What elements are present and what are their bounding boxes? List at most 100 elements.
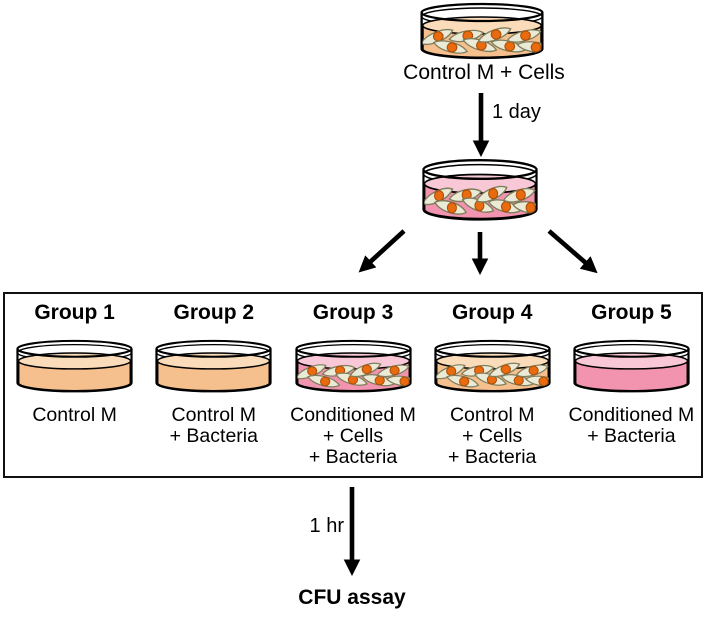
dish-rim: [155, 339, 272, 358]
cell: [477, 27, 512, 43]
cells-layer: [436, 362, 549, 388]
cell-nucleus: [490, 29, 502, 40]
medium-surface: [17, 352, 132, 370]
cell: [445, 374, 480, 388]
group-label-line: + Cells: [322, 425, 384, 447]
group-label-line: Control M: [449, 404, 535, 426]
group-dish: [294, 339, 413, 397]
start-dish-label: Control M + Cells: [403, 61, 565, 84]
cell: [375, 364, 410, 378]
group-label-line: + Cells: [462, 425, 523, 447]
cell: [306, 374, 340, 388]
cell: [512, 200, 536, 214]
cfu-assay-label: CFU assay: [298, 586, 406, 609]
start-dish-control-medium-cells: [419, 2, 545, 64]
petri-dish: [16, 339, 133, 393]
cell-nucleus: [446, 202, 457, 214]
cells-layer: [296, 362, 410, 388]
cell: [462, 38, 498, 52]
group-label-line: Control M: [32, 404, 117, 426]
group-label: Control M+ Bacteria: [170, 405, 258, 447]
group-title: Group 1: [34, 301, 115, 324]
cell: [487, 199, 522, 214]
petri-dish: [420, 2, 544, 60]
arrow-1day-label: 1 day: [492, 101, 541, 123]
group-label-line: Control M: [171, 404, 257, 426]
cell: [422, 29, 454, 45]
cell-nucleus: [388, 365, 400, 376]
dish-rim: [573, 339, 690, 358]
petri-dish: [294, 339, 412, 393]
group-dish: [572, 339, 691, 397]
group-label-line: Conditioned M: [568, 404, 695, 426]
cell: [506, 29, 542, 43]
cell: [360, 374, 395, 387]
cell: [488, 362, 521, 377]
medium-surface: [574, 352, 689, 370]
cell-nucleus: [520, 30, 531, 41]
group-title: Group 2: [173, 301, 255, 324]
arrow-branch-right: [547, 229, 598, 274]
cell: [348, 362, 381, 377]
cell-nucleus: [528, 365, 539, 376]
cell-nucleus: [500, 364, 511, 375]
cell: [334, 372, 368, 386]
medium-surface: [156, 352, 271, 370]
group-label-line: + Bacteria: [169, 425, 258, 447]
petri-dish: [434, 339, 551, 393]
group-label: Conditioned M+ Bacteria: [569, 405, 695, 447]
cell: [475, 185, 508, 203]
group-label-line: + Bacteria: [448, 446, 537, 468]
group-3: Group 3 Conditioned M+ Cells+ Bacteria: [283, 294, 422, 476]
group-dish: [15, 339, 134, 397]
group-label: Control M+ Cells+ Bacteria: [448, 405, 536, 468]
group-title: Group 4: [451, 301, 533, 324]
cell: [516, 41, 542, 53]
cell: [524, 375, 549, 387]
cell: [385, 375, 410, 387]
group-1: Group 1 Control M: [5, 294, 144, 476]
arrow-1hr-label: 1 hr: [309, 515, 344, 537]
cells-layer: [424, 185, 536, 215]
cell-nucleus: [398, 376, 410, 387]
arrow-branch-left: [358, 229, 406, 273]
cell-nucleus: [446, 42, 458, 53]
cell-nucleus: [319, 376, 330, 387]
cell-nucleus: [458, 376, 469, 387]
cell: [515, 364, 549, 378]
cell: [432, 40, 469, 54]
group-label-line: + Bacteria: [587, 425, 676, 447]
group-label: Control M: [32, 405, 117, 426]
cell: [433, 199, 468, 215]
group-title: Group 5: [591, 301, 672, 324]
cells-layer: [422, 27, 542, 54]
cell-nucleus: [515, 189, 526, 201]
group-dish: [433, 339, 552, 397]
cell-nucleus: [525, 201, 536, 214]
day1-dish-conditioned-medium-cells: [421, 158, 539, 226]
dish-rim: [420, 2, 544, 23]
dish-rim: [294, 339, 412, 358]
cell: [502, 187, 536, 203]
group-label-line: + Bacteria: [308, 446, 398, 468]
cell: [296, 364, 327, 380]
group-label-line: Conditioned M: [290, 404, 416, 426]
dish-rim: [434, 339, 551, 358]
dish-rim: [16, 339, 133, 358]
petri-dish: [155, 339, 272, 393]
group-label: Conditioned M+ Cells+ Bacteria: [290, 405, 416, 468]
group-title: Group 3: [312, 301, 394, 324]
dish-rim: [422, 158, 538, 181]
group-dish: [154, 339, 273, 397]
cell-nucleus: [530, 42, 542, 53]
cell-nucleus: [488, 187, 499, 200]
group-2: Group 2 Control M+ Bacteria: [144, 294, 283, 476]
cell-nucleus: [361, 364, 372, 375]
petri-dish: [422, 158, 538, 221]
group-5: Group 5 Conditioned M+ Bacteria: [562, 294, 701, 476]
cell: [473, 372, 507, 386]
group-4: Group 4 Control M+ Cells+ Bacteria: [423, 294, 562, 476]
cell-nucleus: [538, 376, 549, 387]
